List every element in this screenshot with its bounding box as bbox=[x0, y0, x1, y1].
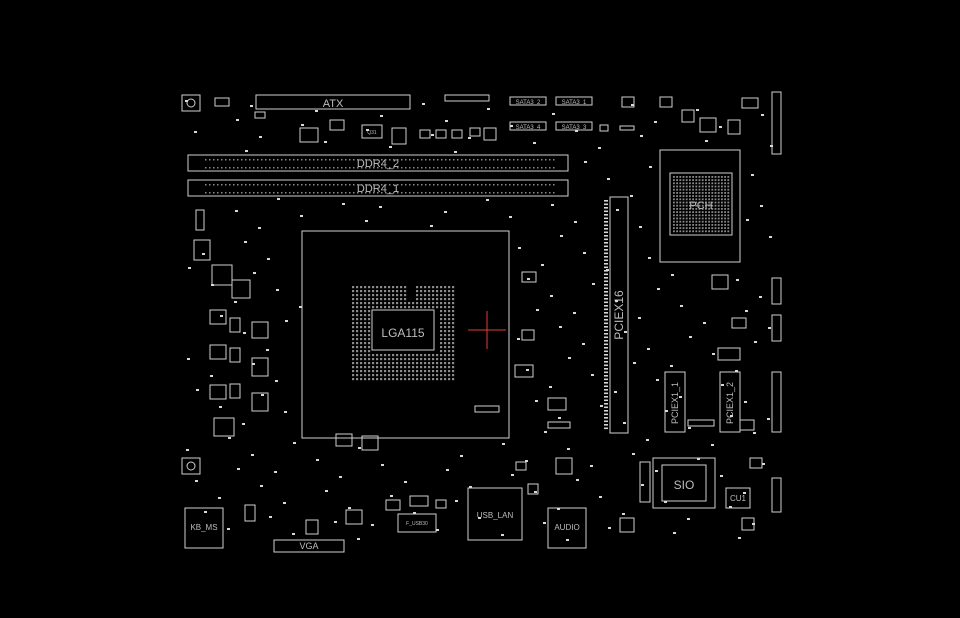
pch-ball-grid bbox=[673, 176, 730, 233]
sata-3-label: SATA3_3 bbox=[562, 125, 587, 131]
cu1-component[interactable]: CU1 bbox=[725, 487, 751, 509]
kb-ms-connector[interactable]: KB_MS bbox=[184, 507, 224, 549]
audio-connector[interactable]: AUDIO bbox=[547, 507, 587, 549]
pciex16-label: PCIEX16 bbox=[612, 290, 626, 340]
pch-label: PCH bbox=[689, 200, 712, 212]
board-corner-marks bbox=[181, 94, 201, 475]
pciex16-slot[interactable]: PCIEX16 bbox=[604, 196, 629, 434]
usb-lan-label: USB_LAN bbox=[477, 511, 514, 520]
sata-1-label: SATA3_1 bbox=[562, 100, 587, 106]
sio-chip[interactable]: SIO bbox=[652, 457, 716, 509]
pciex1-2-slot[interactable]: PCIEX1_2 bbox=[719, 371, 741, 433]
cpu-socket[interactable]: LGA115 bbox=[301, 230, 510, 439]
q31-label: Q31 bbox=[367, 130, 377, 136]
sata-2-label: SATA3_2 bbox=[516, 100, 541, 106]
atx-label: ATX bbox=[323, 98, 344, 110]
ddr4-slot-2[interactable]: DDR4_2 bbox=[187, 154, 569, 172]
pciex1-1-label: PCIEX1_1 bbox=[670, 382, 680, 424]
f-usb30-label: F_USB30 bbox=[406, 521, 428, 527]
audio-label: AUDIO bbox=[554, 523, 579, 532]
cpu-pin-field bbox=[352, 286, 455, 381]
sio-label: SIO bbox=[674, 478, 695, 492]
f-usb30-header[interactable]: F_USB30 bbox=[397, 513, 437, 533]
vga-connector[interactable]: VGA bbox=[273, 539, 345, 553]
pciex16-pins bbox=[604, 200, 608, 430]
sata-connectors[interactable]: SATA3_2 SATA3_1 SATA3_4 SATA3_3 bbox=[509, 96, 593, 131]
ddr4-2-label: DDR4_2 bbox=[357, 158, 399, 170]
misc-components bbox=[185, 94, 773, 541]
q31-component[interactable]: Q31 bbox=[361, 124, 383, 139]
vga-label: VGA bbox=[299, 541, 318, 551]
ddr4-1-label: DDR4_1 bbox=[357, 183, 399, 195]
kb-ms-label: KB_MS bbox=[190, 523, 217, 532]
pciex1-1-slot[interactable]: PCIEX1_1 bbox=[664, 371, 686, 433]
ddr4-slot-1[interactable]: DDR4_1 bbox=[187, 179, 569, 197]
pch-chip[interactable]: PCH bbox=[659, 149, 741, 263]
right-edge-headers[interactable] bbox=[771, 91, 782, 513]
usb-lan-connector[interactable]: USB_LAN bbox=[467, 487, 523, 541]
cpu-socket-label: LGA115 bbox=[381, 326, 424, 340]
atx-connector[interactable]: ATX bbox=[255, 94, 411, 110]
cu1-label: CU1 bbox=[730, 494, 747, 503]
pciex1-2-label: PCIEX1_2 bbox=[725, 382, 735, 424]
sata-4-label: SATA3_4 bbox=[516, 125, 541, 131]
